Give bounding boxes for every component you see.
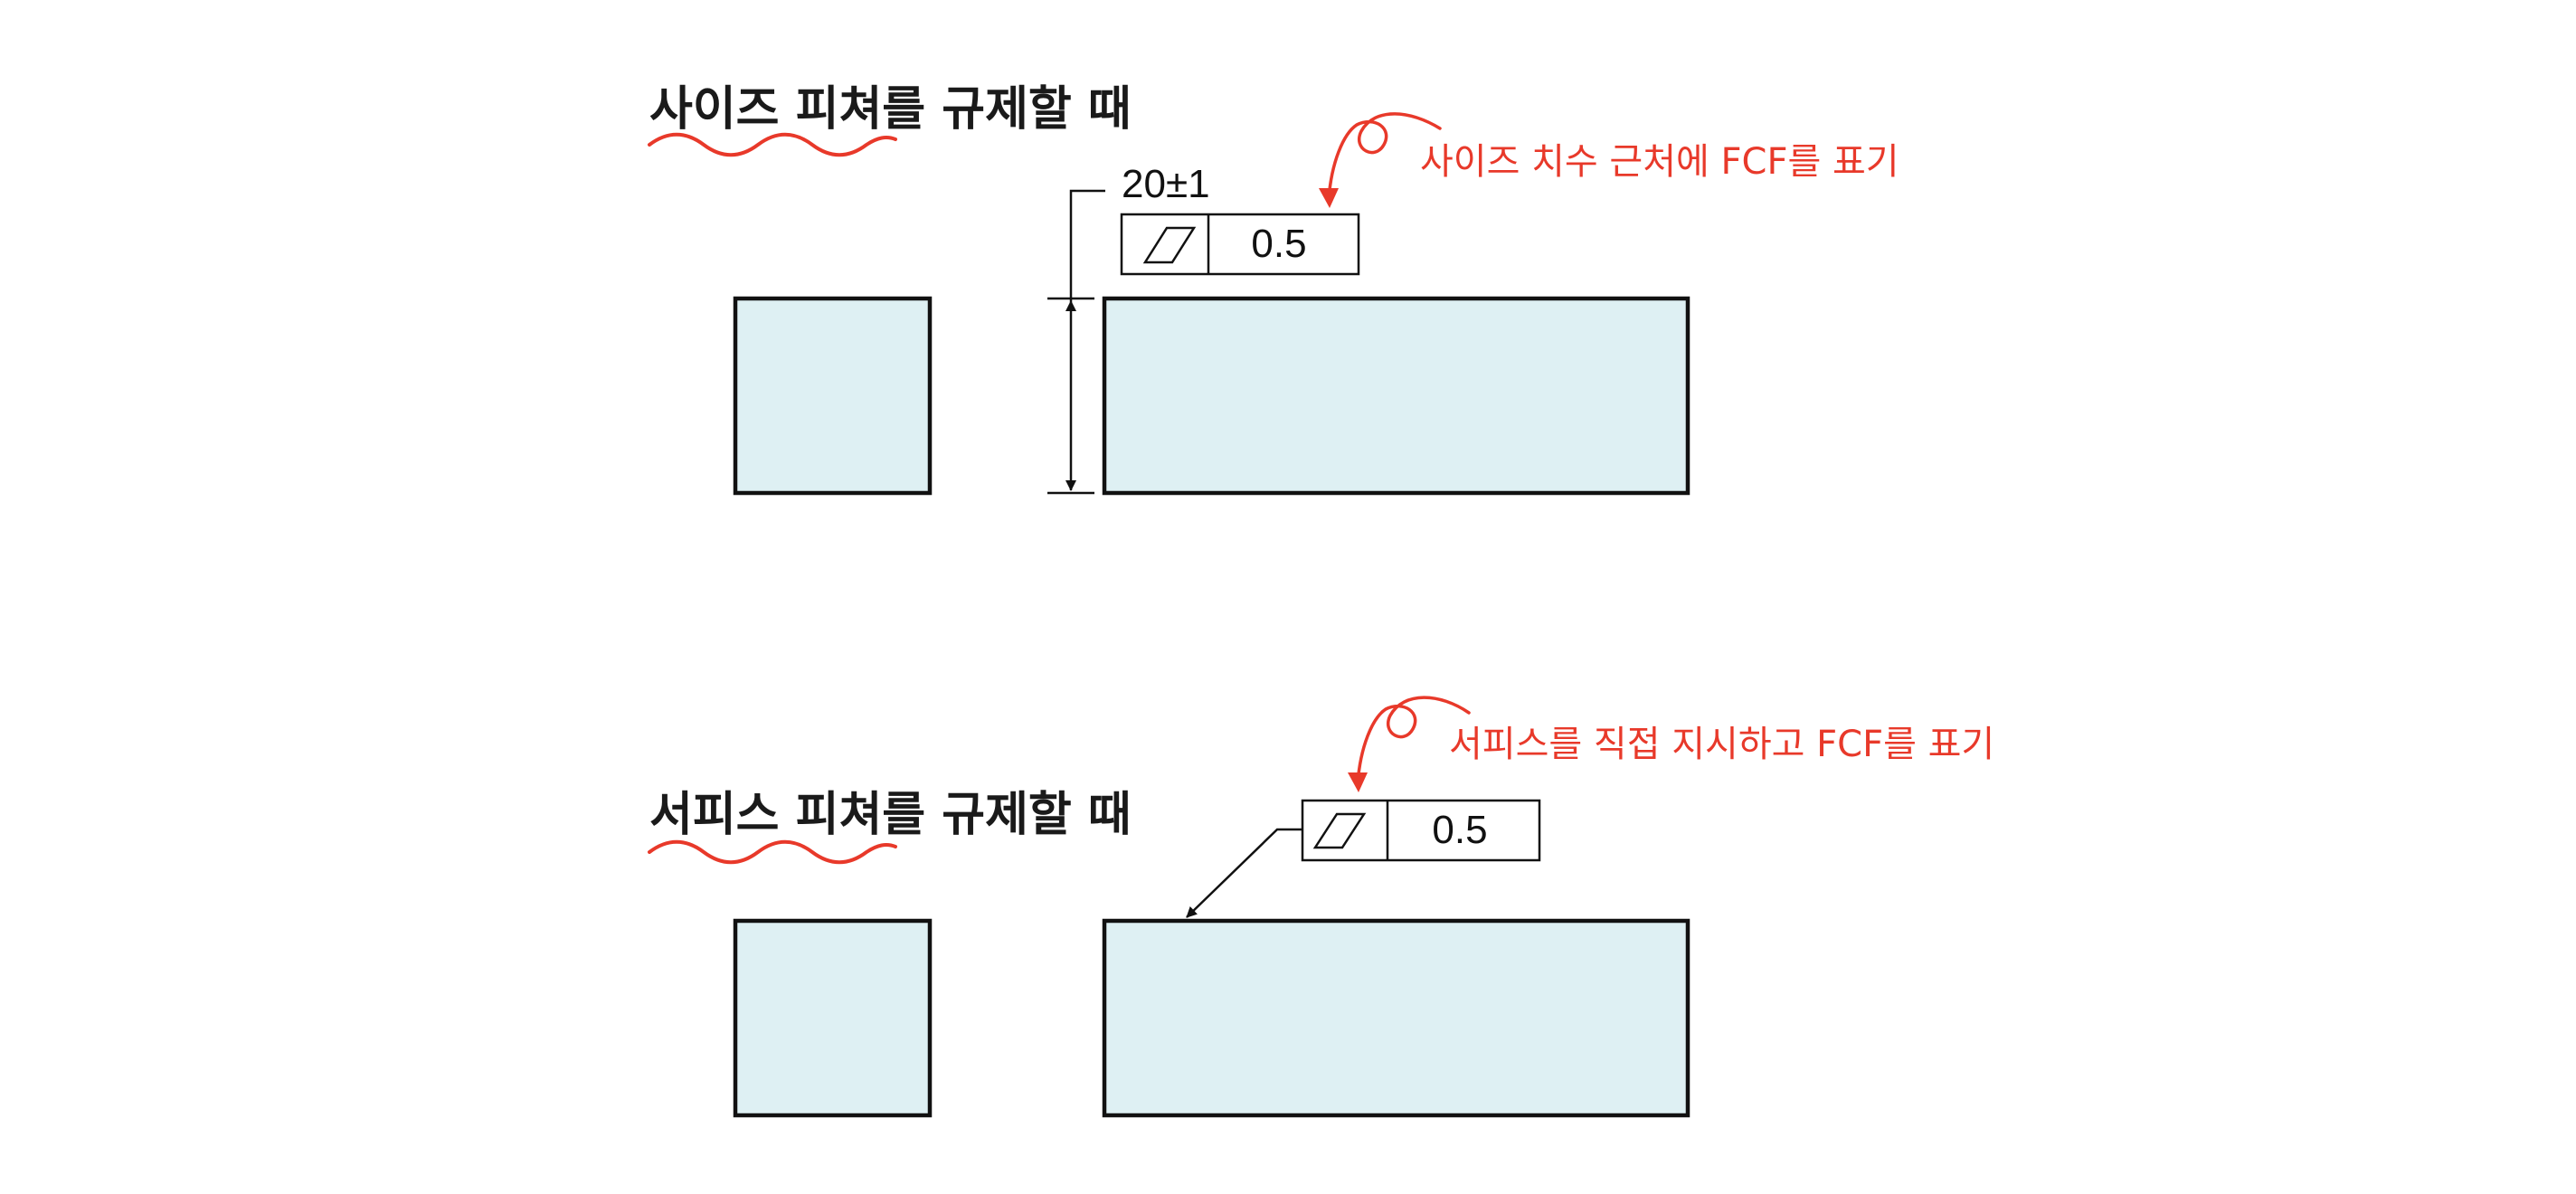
flatness-symbol-icon bbox=[1142, 226, 1197, 264]
dimension-leader bbox=[1069, 189, 1105, 301]
surface-callout-arrowhead-icon bbox=[1348, 772, 1368, 792]
surface-leader bbox=[1186, 828, 1302, 918]
size-callout-curl bbox=[1327, 112, 1442, 201]
surface-callout: 서피스를 직접 지시하고 FCF를 표기 bbox=[1348, 696, 1994, 792]
size-feature-section: 사이즈 피쳐를 규제할 때 20±1 0.5 사이즈 치수 근처에 FCF를 표… bbox=[648, 82, 1899, 496]
size-callout: 사이즈 치수 근처에 FCF를 표기 bbox=[1319, 112, 1899, 208]
size-fcf-tolerance: 0.5 bbox=[1251, 222, 1306, 266]
surface-part-small bbox=[733, 918, 933, 1118]
surface-feature-heading: 서피스 피쳐를 규제할 때 bbox=[649, 788, 1132, 842]
dimension-text: 20±1 bbox=[1122, 162, 1210, 206]
size-part-long bbox=[1102, 296, 1690, 496]
size-callout-note: 사이즈 치수 근처에 FCF를 표기 bbox=[1420, 141, 1899, 183]
size-fcf: 0.5 bbox=[1120, 213, 1360, 276]
size-callout-arrowhead-icon bbox=[1319, 188, 1339, 208]
surface-part-long bbox=[1102, 918, 1690, 1118]
surface-feature-section: 서피스 피쳐를 규제할 때 0.5 서피스를 직접 지시하고 FCF를 표기 bbox=[648, 696, 1994, 1118]
surface-heading-underline bbox=[648, 839, 897, 865]
surface-callout-note: 서피스를 직접 지시하고 FCF를 표기 bbox=[1449, 724, 1994, 765]
size-fcf-frame bbox=[1120, 213, 1360, 276]
size-part-small bbox=[733, 296, 933, 496]
surface-fcf: 0.5 bbox=[1301, 799, 1541, 862]
surface-callout-curl bbox=[1356, 696, 1471, 785]
size-feature-heading: 사이즈 피쳐를 규제할 때 bbox=[649, 82, 1132, 137]
surface-fcf-tolerance: 0.5 bbox=[1432, 808, 1487, 852]
surface-fcf-frame bbox=[1301, 799, 1541, 862]
size-heading-underline bbox=[648, 132, 897, 157]
flatness-symbol-icon bbox=[1312, 812, 1367, 849]
